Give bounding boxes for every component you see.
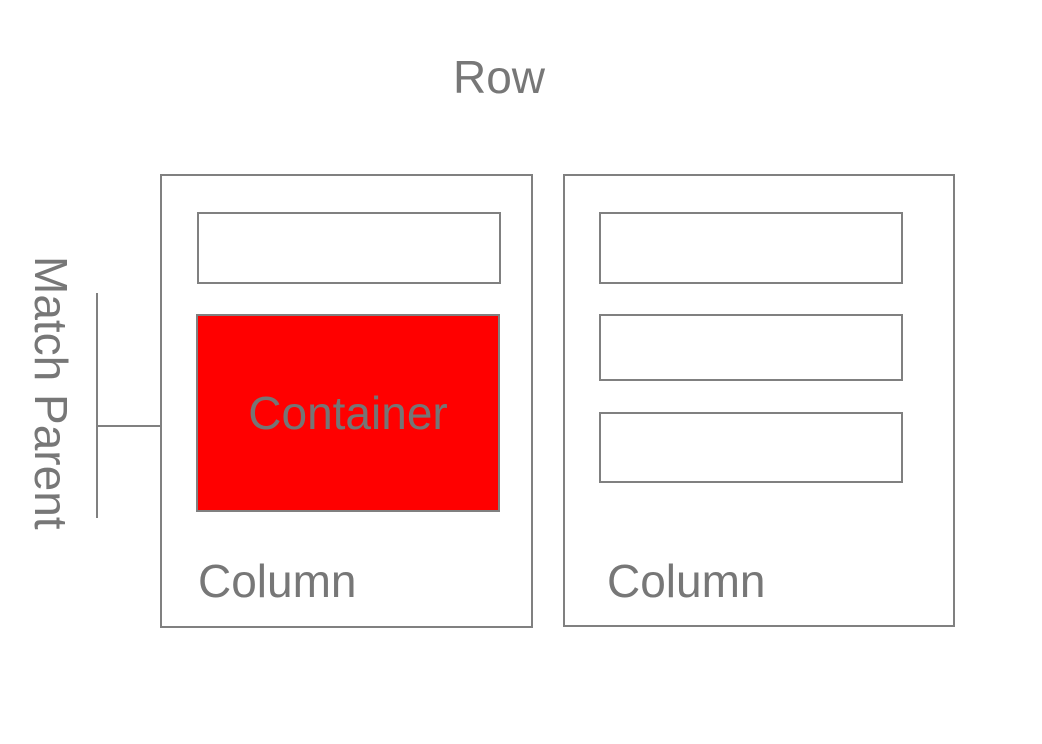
bracket-vertical-line (96, 293, 98, 518)
right-column-item-placeholder-3 (599, 412, 903, 483)
right-column-label: Column (607, 555, 766, 607)
match-parent-label: Match Parent (25, 256, 77, 530)
left-column-item-placeholder (197, 212, 501, 284)
right-column-item-placeholder-1 (599, 212, 903, 284)
left-column-label: Column (198, 555, 357, 607)
row-title-label: Row (453, 51, 546, 103)
right-column-item-placeholder-2 (599, 314, 903, 381)
container-label: Container (248, 387, 448, 439)
bracket-pointer-line (96, 425, 197, 427)
container-box: Container (196, 314, 500, 512)
